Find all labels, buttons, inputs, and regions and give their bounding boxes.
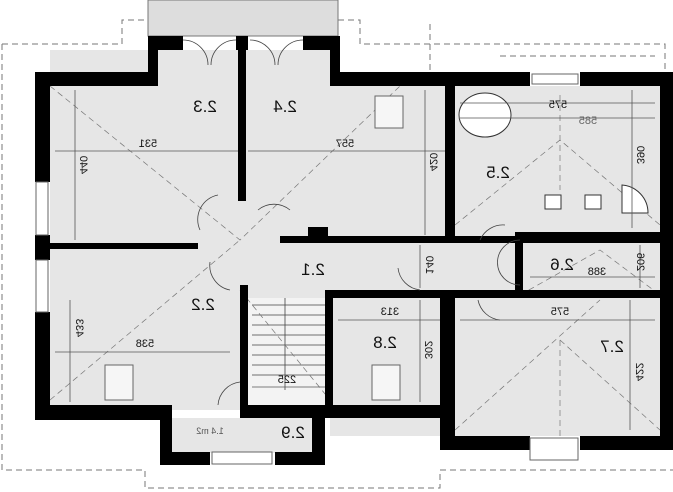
room-label-2-1: 2.1 [301, 260, 325, 279]
walls [35, 36, 673, 465]
fixtures [35, 39, 649, 465]
dim-label: 206 [634, 253, 646, 271]
window [529, 437, 579, 461]
dimension-lines [55, 90, 655, 430]
window [211, 451, 273, 465]
room-label-2-2: 2.2 [191, 295, 215, 314]
dim-label: 531 [139, 138, 157, 150]
area-label: 1.4 m2 [196, 426, 224, 436]
dim-label: 433 [73, 319, 85, 337]
dim-label: 585 [579, 115, 597, 127]
dim-label: 313 [381, 306, 399, 318]
skylight [104, 364, 134, 401]
room-label-2-6: 2.6 [550, 255, 574, 274]
window [531, 73, 579, 85]
dim-label: 575 [551, 306, 569, 318]
room-label-2-4: 2.4 [273, 97, 297, 116]
room-label-2-8: 2.8 [373, 333, 397, 352]
sink [584, 194, 602, 210]
dim-label: 538 [136, 338, 154, 350]
sink [544, 194, 562, 210]
dim-label: 390 [634, 146, 646, 164]
room-label-2-9: 2.9 [281, 423, 305, 442]
bathtub [458, 92, 512, 138]
room-label-2-7: 2.7 [600, 337, 624, 356]
dim-label: 388 [588, 266, 606, 278]
dim-label: 140 [423, 256, 435, 274]
skylight [374, 95, 404, 129]
dim-label: 440 [77, 156, 89, 174]
room-label-2-5: 2.5 [486, 163, 510, 182]
balcony [147, 0, 339, 37]
dim-label: 225 [278, 374, 296, 386]
window [35, 181, 49, 236]
dim-label: 420 [427, 153, 439, 171]
room-label-2-3: 2.3 [193, 97, 217, 116]
shower [621, 184, 649, 214]
room-labels: 2.3 2.4 2.5 2.1 2.6 2.2 2.8 2.7 2.9 1.4 … [191, 97, 624, 442]
dim-label: 302 [422, 341, 434, 359]
dim-label: 422 [633, 363, 645, 381]
dim-label: 557 [336, 138, 354, 150]
floor-areas [50, 50, 660, 453]
skylight [371, 364, 401, 401]
dim-label: 575 [549, 99, 567, 111]
dimension-labels: 531 557 440 420 575 585 390 206 140 388 … [73, 99, 646, 386]
window [35, 259, 49, 313]
